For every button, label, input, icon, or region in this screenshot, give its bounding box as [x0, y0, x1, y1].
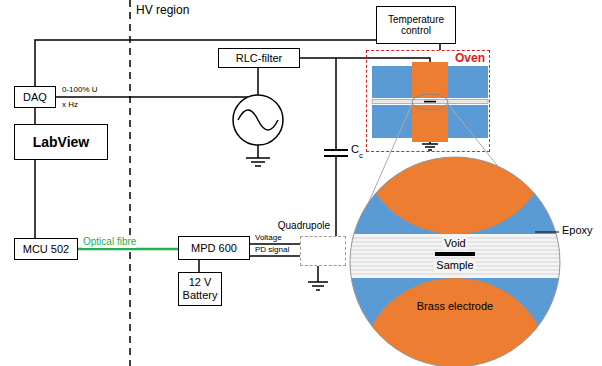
- signal-label: 0-100% U: [62, 85, 98, 94]
- part-label: Sample: [434, 259, 475, 272]
- wire: [300, 57, 366, 59]
- node-text: DAQ: [23, 91, 47, 104]
- hv-boundary: [129, 0, 131, 366]
- quadrupole-box: Quadrupole: [300, 236, 346, 266]
- wire: [198, 260, 200, 272]
- node-text: RLC-filter: [236, 52, 282, 65]
- wire-label: Voltage: [255, 233, 282, 242]
- wire: [35, 40, 376, 86]
- wire-label: PD signal: [255, 245, 289, 254]
- epoxy-leader: [535, 232, 559, 233]
- signal-cable: [250, 255, 300, 257]
- signal-label: x Hz: [62, 100, 78, 109]
- zoom-detail: [340, 66, 570, 366]
- component-label: C: [351, 143, 359, 156]
- node-text: LabView: [33, 134, 90, 150]
- controller-box: Temperature control: [376, 6, 456, 44]
- node-text: Temperature control: [381, 14, 451, 37]
- wire: [34, 160, 36, 238]
- node-text: MPD 600: [191, 242, 237, 255]
- daq-box: DAQ: [14, 86, 56, 108]
- filter-box: RLC-filter: [218, 48, 300, 68]
- oven-electrodes: [366, 58, 488, 150]
- control-unit-box: MCU 502: [14, 238, 78, 260]
- zoom-outline: [350, 157, 560, 366]
- part-label: Void: [442, 237, 467, 250]
- node-text: Oven: [455, 52, 485, 66]
- part-label: Brass electrode: [417, 300, 493, 313]
- daq-source-wire: [56, 97, 248, 98]
- node-text: MCU 502: [23, 243, 69, 256]
- pd-detector-box: MPD 600: [178, 236, 250, 260]
- quadrupole-ground: [308, 266, 328, 290]
- software-box: LabView: [14, 124, 108, 160]
- battery-box: 12 V Battery: [178, 272, 222, 306]
- component-subscript: c: [359, 151, 363, 160]
- coupling-capacitor: [324, 58, 348, 236]
- optical-fibre: [78, 248, 178, 251]
- oven-region: Oven: [366, 50, 490, 152]
- part-label: Epoxy: [562, 224, 593, 237]
- wire-label: Optical fibre: [83, 236, 136, 248]
- node-text: Quadrupole: [278, 220, 330, 232]
- ac-source-symbol: [233, 68, 283, 166]
- wire: [34, 108, 36, 124]
- region-label: HV region: [136, 4, 189, 18]
- node-text: 12 V Battery: [183, 276, 218, 301]
